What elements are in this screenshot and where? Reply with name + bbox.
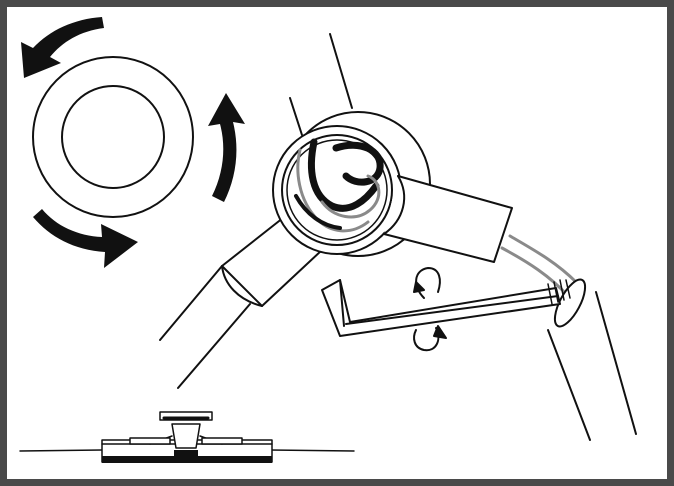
joint-wires <box>294 138 384 233</box>
turn-arrow-icon <box>413 267 447 352</box>
lamp-joint-icon <box>159 33 578 389</box>
rotate-left-arrow-icon <box>21 17 104 78</box>
hex-key-icon <box>321 267 637 441</box>
upper-tube <box>289 33 353 136</box>
right-arm <box>383 175 513 263</box>
rotation-ring-icon <box>21 17 245 268</box>
screw-detail-icon <box>19 411 355 463</box>
screw-thread <box>547 279 571 305</box>
rotate-right-arrow-icon <box>33 209 138 268</box>
rotate-up-arrow-icon <box>208 93 245 202</box>
